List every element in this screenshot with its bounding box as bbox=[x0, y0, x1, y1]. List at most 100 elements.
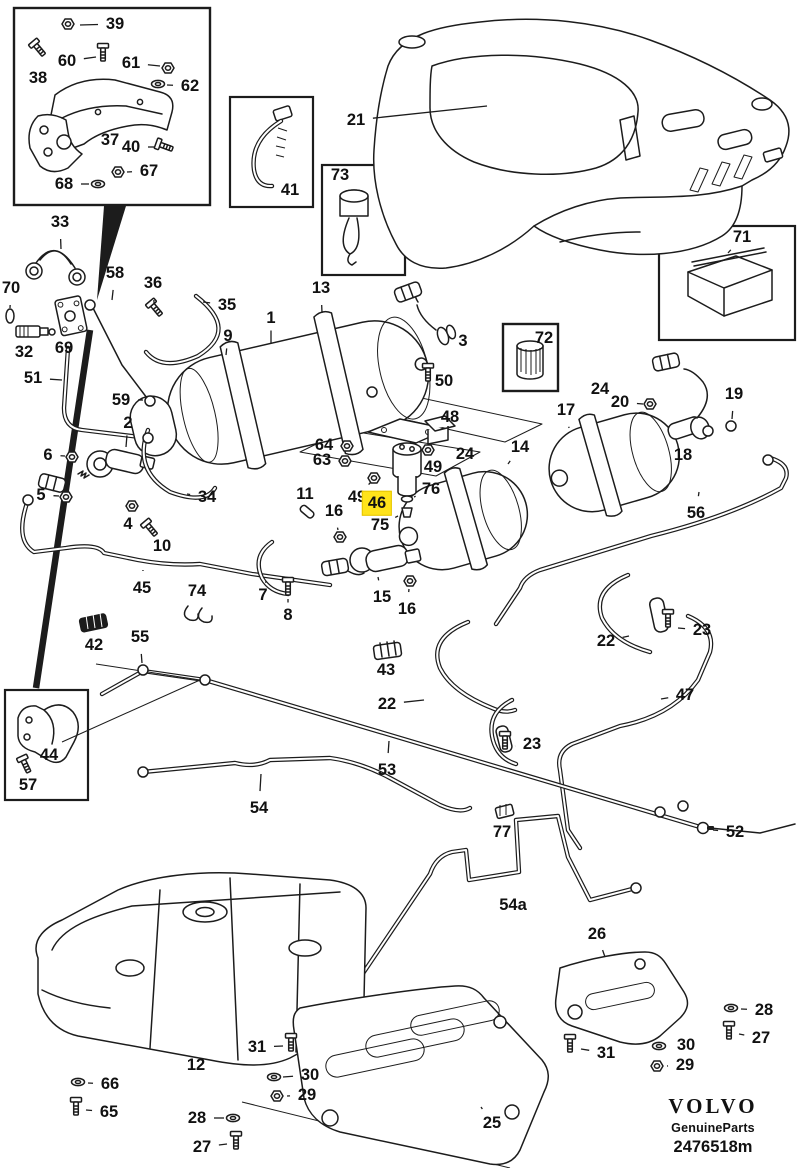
part-callout-54a[interactable]: 54a bbox=[499, 895, 527, 914]
part-callout-45[interactable]: 45 bbox=[132, 578, 152, 597]
part-callout-31[interactable]: 31 bbox=[596, 1043, 616, 1062]
part-callout-29[interactable]: 29 bbox=[297, 1085, 317, 1104]
part-callout-18[interactable]: 18 bbox=[673, 445, 693, 464]
part-callout-73[interactable]: 73 bbox=[330, 165, 350, 184]
part-callout-66[interactable]: 66 bbox=[100, 1074, 120, 1093]
part-callout-49[interactable]: 49 bbox=[347, 487, 367, 506]
part-callout-64[interactable]: 64 bbox=[314, 435, 334, 454]
part-callout-22[interactable]: 22 bbox=[596, 631, 616, 650]
part-callout-61[interactable]: 61 bbox=[121, 53, 141, 72]
inset-box-bracket-37 bbox=[12, 6, 212, 207]
part-callout-74[interactable]: 74 bbox=[187, 581, 207, 600]
part-callout-29[interactable]: 29 bbox=[675, 1055, 695, 1074]
part-callout-43[interactable]: 43 bbox=[376, 660, 396, 679]
part-callout-11[interactable]: 11 bbox=[296, 484, 314, 503]
part-callout-2[interactable]: 2 bbox=[123, 413, 133, 432]
part-callout-13[interactable]: 13 bbox=[311, 278, 331, 297]
part-callout-40[interactable]: 40 bbox=[121, 137, 141, 156]
part-callout-72[interactable]: 72 bbox=[534, 328, 554, 347]
part-callout-65[interactable]: 65 bbox=[99, 1102, 119, 1121]
part-callout-16[interactable]: 16 bbox=[397, 599, 417, 618]
brand-block: VOLVO GenuineParts 2476518m bbox=[648, 1094, 778, 1157]
part-callout-76[interactable]: 76 bbox=[421, 479, 441, 498]
part-callout-52[interactable]: 52 bbox=[725, 822, 745, 841]
part-callout-24[interactable]: 24 bbox=[455, 444, 475, 463]
part-callout-8[interactable]: 8 bbox=[283, 605, 293, 624]
part-callout-9[interactable]: 9 bbox=[223, 326, 233, 345]
pipes-drawing bbox=[20, 293, 796, 1168]
part-callout-27[interactable]: 27 bbox=[192, 1137, 212, 1156]
part-callout-19[interactable]: 19 bbox=[724, 384, 744, 403]
pump-46-assembly-drawing bbox=[367, 415, 456, 518]
volvo-logo: VOLVO bbox=[668, 1094, 758, 1118]
hardware-drawing bbox=[22, 297, 774, 1150]
part-callout-46-highlighted[interactable]: 46 bbox=[361, 490, 393, 516]
part-callout-60[interactable]: 60 bbox=[57, 51, 77, 70]
part-callout-25[interactable]: 25 bbox=[482, 1113, 502, 1132]
part-callout-63[interactable]: 63 bbox=[312, 450, 332, 469]
valve-15-drawing bbox=[320, 544, 422, 577]
part-callout-30[interactable]: 30 bbox=[676, 1035, 696, 1054]
part-callout-24[interactable]: 24 bbox=[590, 379, 610, 398]
part-callout-20[interactable]: 20 bbox=[610, 392, 630, 411]
part-callout-55[interactable]: 55 bbox=[130, 627, 150, 646]
part-callout-42[interactable]: 42 bbox=[84, 635, 104, 654]
part-callout-38[interactable]: 38 bbox=[28, 68, 48, 87]
air-tank-14-drawing bbox=[398, 467, 529, 571]
valve-18-drawing bbox=[651, 351, 714, 440]
part-callout-70[interactable]: 70 bbox=[1, 278, 21, 297]
part-callout-51[interactable]: 51 bbox=[23, 368, 43, 387]
part-callout-56[interactable]: 56 bbox=[686, 503, 706, 522]
part-callout-69[interactable]: 69 bbox=[54, 338, 74, 357]
part-callout-33[interactable]: 33 bbox=[50, 212, 70, 231]
part-callout-47[interactable]: 47 bbox=[675, 685, 695, 704]
part-callout-75[interactable]: 75 bbox=[370, 515, 390, 534]
part-callout-27[interactable]: 27 bbox=[751, 1028, 771, 1047]
part-callout-35[interactable]: 35 bbox=[217, 295, 237, 314]
part-callout-39[interactable]: 39 bbox=[105, 14, 125, 33]
part-callout-28[interactable]: 28 bbox=[754, 1000, 774, 1019]
part-callout-54[interactable]: 54 bbox=[249, 798, 269, 817]
part-callout-71[interactable]: 71 bbox=[732, 227, 752, 246]
part-callout-10[interactable]: 10 bbox=[152, 536, 172, 555]
part-callout-16[interactable]: 16 bbox=[324, 501, 344, 520]
part-callout-58[interactable]: 58 bbox=[105, 263, 125, 282]
part-callout-36[interactable]: 36 bbox=[143, 273, 163, 292]
part-callout-26[interactable]: 26 bbox=[587, 924, 607, 943]
part-callout-34[interactable]: 34 bbox=[197, 487, 217, 506]
part-callout-1[interactable]: 1 bbox=[266, 308, 276, 327]
part-callout-32[interactable]: 32 bbox=[14, 342, 34, 361]
part-callout-53[interactable]: 53 bbox=[377, 760, 397, 779]
part-callout-5[interactable]: 5 bbox=[36, 485, 46, 504]
part-callout-21[interactable]: 21 bbox=[346, 110, 366, 129]
part-callout-6[interactable]: 6 bbox=[43, 445, 53, 464]
part-callout-50[interactable]: 50 bbox=[434, 371, 454, 390]
part-callout-7[interactable]: 7 bbox=[258, 585, 268, 604]
part-callout-15[interactable]: 15 bbox=[372, 587, 392, 606]
part-callout-59[interactable]: 59 bbox=[111, 390, 131, 409]
part-callout-37[interactable]: 37 bbox=[100, 130, 120, 149]
part-callout-77[interactable]: 77 bbox=[492, 822, 512, 841]
part-callout-14[interactable]: 14 bbox=[510, 437, 530, 456]
part-callout-30[interactable]: 30 bbox=[300, 1065, 320, 1084]
part-callout-22[interactable]: 22 bbox=[377, 694, 397, 713]
part-callout-17[interactable]: 17 bbox=[556, 400, 576, 419]
part-callout-23[interactable]: 23 bbox=[522, 734, 542, 753]
part-callout-3[interactable]: 3 bbox=[458, 331, 468, 350]
part-callout-62[interactable]: 62 bbox=[180, 76, 200, 95]
part-callout-67[interactable]: 67 bbox=[139, 161, 159, 180]
part-callout-68[interactable]: 68 bbox=[54, 174, 74, 193]
part-callout-57[interactable]: 57 bbox=[18, 775, 38, 794]
part-callout-4[interactable]: 4 bbox=[123, 514, 133, 533]
subframe-21-drawing bbox=[372, 18, 790, 269]
part-callout-44[interactable]: 44 bbox=[39, 745, 59, 764]
part-callout-49[interactable]: 49 bbox=[423, 457, 443, 476]
part-callout-31[interactable]: 31 bbox=[247, 1037, 267, 1056]
inset-box-hose-41 bbox=[228, 95, 315, 209]
part-callout-48[interactable]: 48 bbox=[440, 407, 460, 426]
part-callout-12[interactable]: 12 bbox=[186, 1055, 206, 1074]
part-callout-23[interactable]: 23 bbox=[692, 620, 712, 639]
part-callout-28[interactable]: 28 bbox=[187, 1108, 207, 1127]
part-callout-41[interactable]: 41 bbox=[280, 180, 300, 199]
